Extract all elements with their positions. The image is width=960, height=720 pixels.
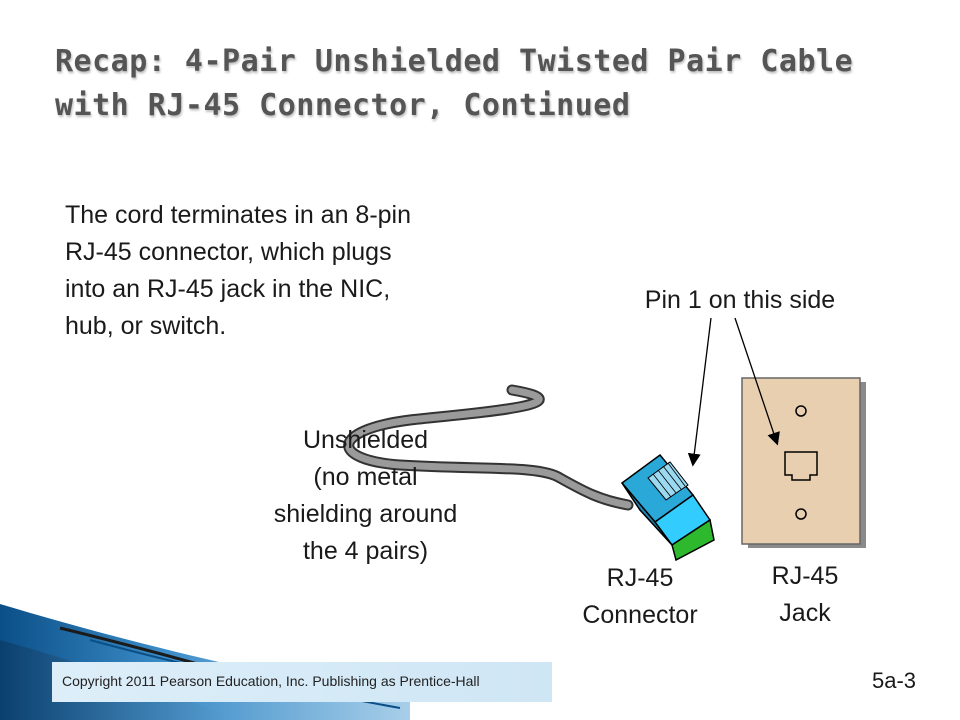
title-line-2: with RJ-45 Connector, Continued — [55, 88, 631, 123]
rj45-jack-shape — [741, 377, 866, 548]
connector-label: RJ-45 Connector — [560, 560, 720, 634]
body-line-3: into an RJ-45 jack in the NIC, — [65, 275, 391, 303]
arrow-to-connector — [687, 317, 712, 467]
unshielded-line-2: (no metal — [313, 463, 418, 491]
slide-title: Recap: 4-Pair Unshielded Twisted Pair Ca… — [55, 40, 935, 128]
copyright-text: Copyright 2011 Pearson Education, Inc. P… — [62, 673, 480, 689]
pin-1-label: Pin 1 on this side — [644, 286, 836, 314]
body-text: The cord terminates in an 8-pin RJ-45 co… — [65, 197, 545, 345]
unshielded-label: Unshielded (no metal shielding around th… — [238, 422, 493, 570]
jack-label: RJ-45 Jack — [735, 558, 875, 632]
cable — [343, 384, 634, 511]
body-line-2: RJ-45 connector, which plugs — [65, 238, 392, 266]
rj45-connector-shape — [620, 453, 715, 562]
arrow-to-jack — [734, 317, 780, 446]
unshielded-line-3: shielding around — [273, 500, 458, 528]
slide-number: 5a-3 — [872, 668, 917, 693]
title-line-1: Recap: 4-Pair Unshielded Twisted Pair Ca… — [55, 44, 854, 79]
body-line-1: The cord terminates in an 8-pin — [65, 201, 412, 229]
unshielded-line-4: the 4 pairs) — [302, 537, 429, 565]
copyright-bar: Copyright 2011 Pearson Education, Inc. P… — [52, 662, 552, 702]
connector-label-line-2: Connector — [582, 601, 698, 629]
connector-label-line-1: RJ-45 — [606, 564, 674, 592]
jack-label-line-2: Jack — [779, 599, 831, 627]
body-line-4: hub, or switch. — [65, 312, 227, 340]
unshielded-line-1: Unshielded — [302, 426, 429, 454]
jack-label-line-1: RJ-45 — [771, 562, 839, 590]
